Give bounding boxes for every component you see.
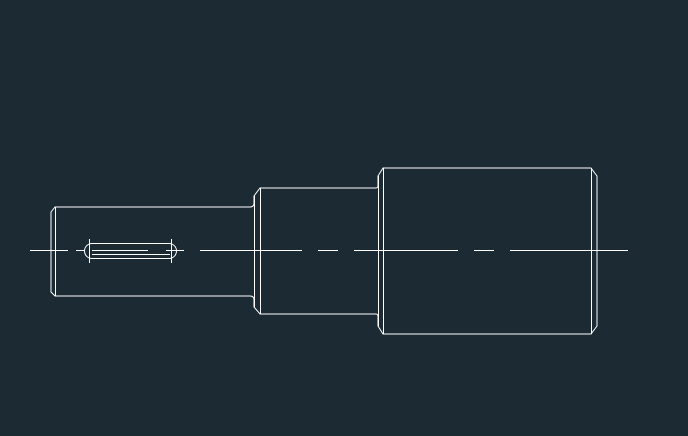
middle-step-left-bottom [249, 295, 376, 315]
middle-step-left [249, 187, 376, 208]
left-section-outline [50, 206, 250, 297]
shaft-left-section [50, 206, 250, 297]
